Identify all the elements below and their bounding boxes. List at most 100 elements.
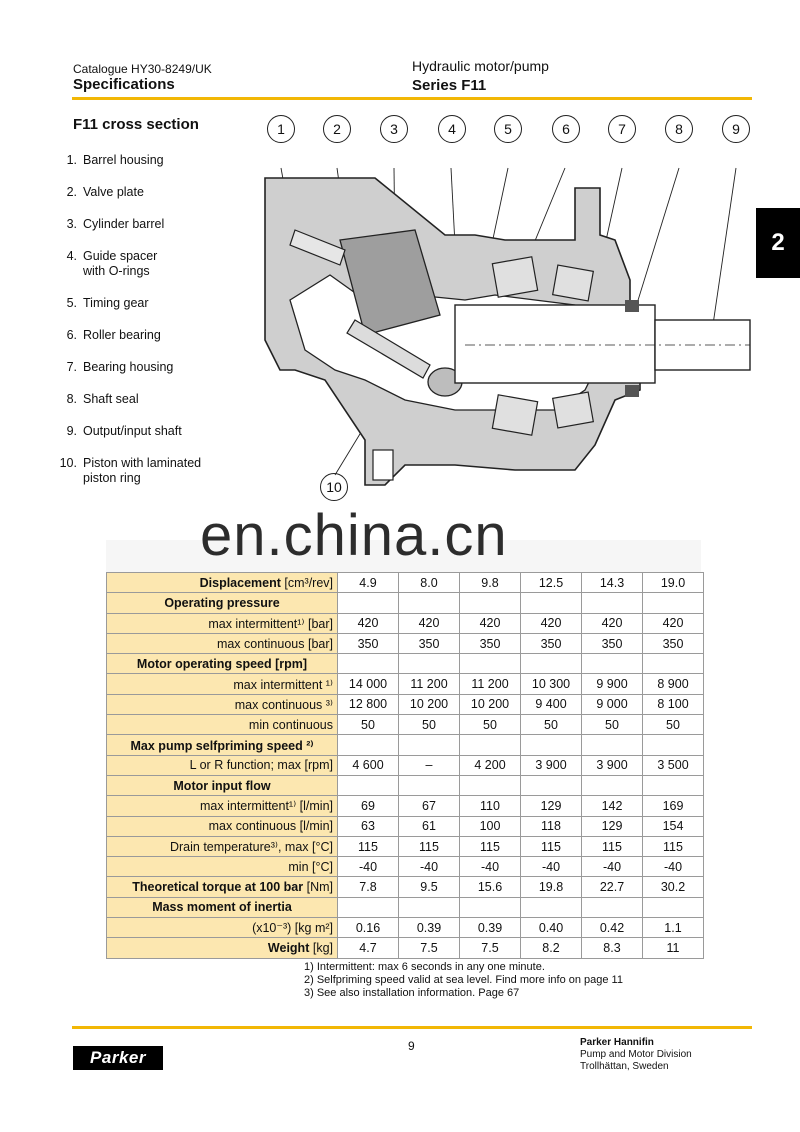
table-cell xyxy=(459,734,521,756)
table-cell xyxy=(459,653,521,675)
callout-8: 8 xyxy=(665,115,693,143)
footnote: 1) Intermittent: max 6 seconds in any on… xyxy=(304,961,545,973)
table-cell: 115 xyxy=(642,835,704,858)
table-cell: 420 xyxy=(459,612,521,634)
row-label: Theoretical torque at 100 bar [Nm] xyxy=(106,876,338,898)
table-cell: -40 xyxy=(459,856,521,878)
table-cell: 50 xyxy=(459,714,521,736)
row-label: Mass moment of inertia xyxy=(106,896,338,919)
table-cell: 110 xyxy=(459,795,521,817)
section-heading: Specifications xyxy=(73,76,175,93)
table-cell: 420 xyxy=(642,612,704,634)
table-cell: 129 xyxy=(520,795,582,817)
table-cell xyxy=(581,653,643,675)
table-cell: 69 xyxy=(337,795,399,817)
table-cell: 9 900 xyxy=(581,673,643,695)
row-label: L or R function; max [rpm] xyxy=(106,754,338,776)
table-cell: 3 500 xyxy=(642,754,704,776)
callout-7: 7 xyxy=(608,115,636,143)
table-cell: 15.6 xyxy=(459,876,521,898)
table-cell: 8 100 xyxy=(642,693,704,716)
table-cell xyxy=(398,774,460,797)
callout-6: 6 xyxy=(552,115,580,143)
table-cell xyxy=(398,734,460,756)
table-cell: 115 xyxy=(398,835,460,858)
callout-1: 1 xyxy=(267,115,295,143)
table-cell xyxy=(337,653,399,675)
table-cell: 30.2 xyxy=(642,876,704,898)
row-label: Weight [kg] xyxy=(106,937,338,959)
table-cell: 11 xyxy=(642,937,704,959)
table-cell: 0.16 xyxy=(337,917,399,939)
row-label: Max pump selfpriming speed ²⁾ xyxy=(106,734,338,756)
table-cell xyxy=(642,653,704,675)
table-cell: -40 xyxy=(581,856,643,878)
cross-section-title: F11 cross section xyxy=(73,116,199,133)
table-row: Mass moment of inertia xyxy=(106,896,704,919)
table-cell xyxy=(520,653,582,675)
table-row: Operating pressure xyxy=(106,592,704,614)
table-cell xyxy=(337,774,399,797)
list-item: 3.Cylinder barrel xyxy=(66,217,165,231)
row-label: Drain temperature³⁾, max [°C] xyxy=(106,835,338,858)
product-name: Hydraulic motor/pump xyxy=(412,58,549,74)
table-cell: 19.8 xyxy=(520,876,582,898)
table-cell: 0.39 xyxy=(459,917,521,939)
row-label: max continuous [bar] xyxy=(106,632,338,655)
table-cell xyxy=(642,734,704,756)
table-cell: -40 xyxy=(642,856,704,878)
table-cell: 8.2 xyxy=(520,937,582,959)
table-cell: 9.5 xyxy=(398,876,460,898)
table-cell: -40 xyxy=(520,856,582,878)
table-cell: 0.39 xyxy=(398,917,460,939)
table-cell xyxy=(398,592,460,614)
list-item: 9.Output/input shaft xyxy=(66,424,182,438)
table-cell xyxy=(581,896,643,919)
table-cell: 9.8 xyxy=(459,571,521,594)
table-cell: 350 xyxy=(581,632,643,655)
row-label: min [°C] xyxy=(106,856,338,878)
callout-3: 3 xyxy=(380,115,408,143)
table-cell xyxy=(642,774,704,797)
table-cell: -40 xyxy=(337,856,399,878)
table-cell: 12 800 xyxy=(337,693,399,716)
table-cell: 50 xyxy=(520,714,582,736)
table-cell: 22.7 xyxy=(581,876,643,898)
table-cell xyxy=(581,592,643,614)
row-label: (x10⁻³) [kg m²] xyxy=(106,917,338,939)
table-cell: 420 xyxy=(520,612,582,634)
table-cell xyxy=(459,896,521,919)
company-name: Parker Hannifin xyxy=(580,1037,654,1048)
table-row: Max pump selfpriming speed ²⁾ xyxy=(106,734,704,756)
parker-logo: Parker xyxy=(73,1046,163,1070)
table-cell: 115 xyxy=(337,835,399,858)
table-cell: 8.0 xyxy=(398,571,460,594)
table-cell: 7.5 xyxy=(459,937,521,959)
row-label: min continuous xyxy=(106,714,338,736)
table-cell xyxy=(642,896,704,919)
table-cell xyxy=(520,592,582,614)
table-cell: 420 xyxy=(398,612,460,634)
table-cell: 3 900 xyxy=(520,754,582,776)
table-cell: 50 xyxy=(398,714,460,736)
footnote: 2) Selfpriming speed valid at sea level.… xyxy=(304,974,623,986)
row-label: max intermittent¹⁾ [l/min] xyxy=(106,795,338,817)
table-cell: 7.8 xyxy=(337,876,399,898)
table-cell: 169 xyxy=(642,795,704,817)
table-cell: 115 xyxy=(520,835,582,858)
table-cell: 350 xyxy=(337,632,399,655)
parts-list: 1.Barrel housing 2.Valve plate 3.Cylinde… xyxy=(57,153,257,486)
table-cell xyxy=(398,653,460,675)
chapter-tab: 2 xyxy=(756,208,800,278)
callout-9: 9 xyxy=(722,115,750,143)
table-cell: 118 xyxy=(520,815,582,837)
table-cell: 7.5 xyxy=(398,937,460,959)
row-label: Displacement [cm³/rev] xyxy=(106,571,338,594)
table-cell xyxy=(581,774,643,797)
